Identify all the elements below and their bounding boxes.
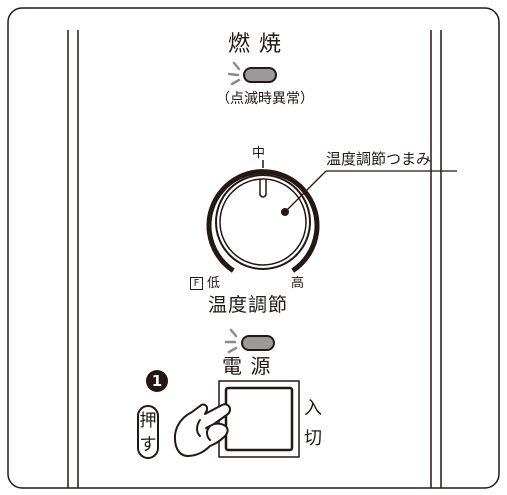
blink-abnormal-note: （点滅時異常） xyxy=(216,91,314,107)
callout-dot xyxy=(281,208,289,216)
callout-leader xyxy=(286,170,327,211)
push-char-1: 押 xyxy=(139,411,157,431)
dial-callout-label: 温度調節つまみ xyxy=(326,150,432,168)
power-lamp-rays xyxy=(224,328,238,354)
dial-knob xyxy=(219,178,307,266)
dial-mid-label: 中 xyxy=(252,146,266,161)
switch-on-label: 入 xyxy=(304,398,322,419)
temperature-control-label: 温度調節 xyxy=(208,294,289,316)
panel-frame xyxy=(7,7,500,489)
combustion-lamp xyxy=(243,67,277,83)
dial-low-box-label: F xyxy=(190,277,203,290)
hand-icon xyxy=(174,403,232,457)
combustion-lamp-rays xyxy=(227,61,241,86)
step-number-badge: 1 xyxy=(146,370,168,392)
combustion-label: 燃 焼 xyxy=(228,32,282,57)
dial-outer-ring xyxy=(215,174,311,270)
push-instruction: 押 す xyxy=(137,405,159,459)
switch-off-label: 切 xyxy=(304,428,322,449)
dial-scale-arc xyxy=(206,169,320,273)
power-lamp xyxy=(241,335,275,351)
dial-high-label: 高 xyxy=(291,276,305,291)
power-label: 電 源 xyxy=(222,354,272,378)
temperature-dial[interactable] xyxy=(206,160,320,273)
dial-pointer xyxy=(259,179,267,198)
dial-low-label: 低 xyxy=(207,276,221,291)
push-char-2: す xyxy=(139,435,157,455)
power-button[interactable] xyxy=(224,386,294,452)
